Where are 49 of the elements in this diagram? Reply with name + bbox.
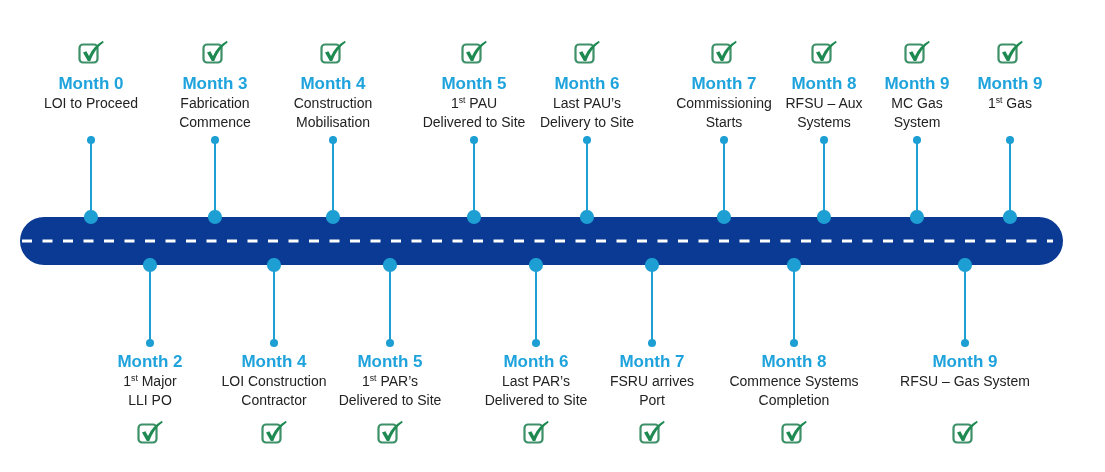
milestone-description: 1$^{st}$ PAR’s Delivered to Site bbox=[337, 372, 443, 410]
leader-line bbox=[579, 135, 595, 225]
milestone-heading: Month 6 bbox=[503, 352, 569, 372]
milestone-heading: Month 3 bbox=[182, 74, 248, 94]
milestone-description: 1$^{st}$ Gas bbox=[987, 94, 1033, 113]
leader-line bbox=[909, 135, 925, 225]
milestone-description: MC Gas System bbox=[890, 94, 944, 132]
milestone-description: Last PAR’s Delivered to Site bbox=[483, 372, 589, 410]
leader-line bbox=[382, 257, 398, 348]
leader-line bbox=[786, 257, 802, 348]
milestone-description: 1$^{st}$ Major LLI PO bbox=[122, 372, 178, 410]
milestone-description: Commissioning Starts bbox=[675, 94, 773, 132]
milestone-heading: Month 8 bbox=[791, 74, 857, 94]
leader-line bbox=[207, 135, 223, 225]
timeline-bar bbox=[20, 217, 1063, 265]
milestone-heading: Month 2 bbox=[117, 352, 183, 372]
milestone-description: Construction Mobilisation bbox=[292, 94, 374, 132]
milestone-description: 1$^{st}$ PAU Delivered to Site bbox=[422, 94, 526, 132]
leader-line bbox=[816, 135, 832, 225]
milestone-heading: Month 9 bbox=[977, 74, 1043, 94]
milestone-description: RFSU – Aux Systems bbox=[784, 94, 864, 132]
leader-line bbox=[716, 135, 732, 225]
milestone-heading: Month 6 bbox=[554, 74, 620, 94]
milestone-heading: Month 0 bbox=[58, 74, 124, 94]
milestone-description: Last PAU’s Delivery to Site bbox=[538, 94, 636, 132]
milestone-heading: Month 5 bbox=[441, 74, 507, 94]
milestone-description: Commence Systems Completion bbox=[728, 372, 860, 410]
milestone-description: FSRU arrives Port bbox=[609, 372, 695, 410]
milestone-heading: Month 4 bbox=[300, 74, 366, 94]
leader-line bbox=[325, 135, 341, 225]
milestone-description: RFSU – Gas System bbox=[900, 372, 1030, 391]
milestone-heading: Month 7 bbox=[619, 352, 685, 372]
leader-line bbox=[466, 135, 482, 225]
milestone-heading: Month 4 bbox=[241, 352, 307, 372]
milestone-heading: Month 5 bbox=[357, 352, 423, 372]
milestone-description: LOI to Proceed bbox=[43, 94, 139, 113]
milestone-description: LOI Construction Contractor bbox=[220, 372, 328, 410]
milestone-heading: Month 9 bbox=[884, 74, 950, 94]
leader-line bbox=[1002, 135, 1018, 225]
milestone-heading: Month 7 bbox=[691, 74, 757, 94]
milestone-description: Fabrication Commence bbox=[178, 94, 252, 132]
leader-line bbox=[83, 135, 99, 225]
leader-line bbox=[142, 257, 158, 348]
milestone-heading: Month 9 bbox=[932, 352, 998, 372]
leader-line bbox=[957, 257, 973, 348]
leader-line bbox=[528, 257, 544, 348]
leader-line bbox=[266, 257, 282, 348]
leader-line bbox=[644, 257, 660, 348]
milestone-heading: Month 8 bbox=[761, 352, 827, 372]
